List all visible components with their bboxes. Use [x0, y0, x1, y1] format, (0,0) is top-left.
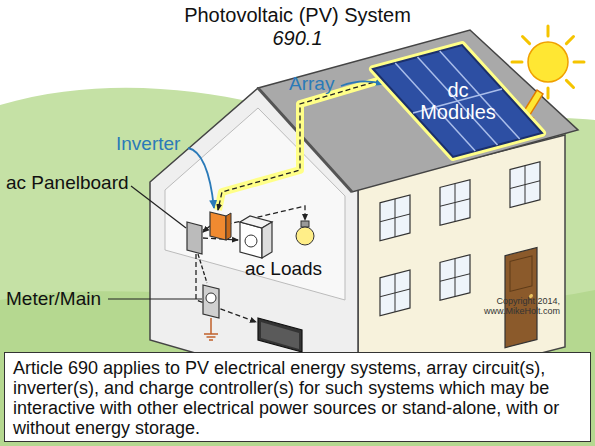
window-mullion	[440, 274, 470, 282]
sun-ray	[523, 37, 530, 44]
window	[510, 162, 540, 208]
sun-ray	[547, 26, 550, 36]
door-panel	[510, 256, 532, 292]
meter-main	[203, 285, 219, 318]
diagram-title: Photovoltaic (PV) System	[0, 4, 595, 26]
meter-leader	[108, 298, 202, 299]
pv-array: dc Modules	[373, 45, 542, 157]
callout-label: ac Panelboard	[6, 172, 146, 194]
ground-bar	[204, 333, 218, 335]
section-number: 690.1	[0, 27, 595, 50]
window-mullion	[380, 289, 410, 297]
tv-frame	[258, 318, 302, 352]
window-mullion	[440, 199, 470, 207]
callout-label: Array	[289, 73, 349, 95]
house	[150, 30, 578, 400]
light-bulb	[296, 221, 314, 245]
window	[440, 180, 470, 226]
callout-label: ac Loads	[245, 258, 340, 280]
inverter-side	[226, 213, 231, 240]
caption-text: Article 690 applies to PV electrical ene…	[13, 358, 582, 438]
washer	[240, 216, 272, 258]
bulb-base	[301, 221, 309, 227]
ac-panelboard	[187, 222, 202, 254]
copyright-note: Copyright 2014, www.MikeHolt.com	[478, 296, 560, 316]
caption-box: Article 690 applies to PV electrical ene…	[4, 352, 591, 442]
window	[380, 270, 410, 316]
wiring	[196, 80, 381, 322]
bulb-glass	[296, 227, 314, 245]
windows-and-door	[380, 162, 540, 380]
ground-bar	[207, 336, 216, 338]
callout-label: Inverter	[116, 133, 196, 155]
ground-symbol	[204, 318, 218, 340]
array-label: dc Modules	[413, 79, 503, 123]
window	[440, 255, 470, 301]
sun-ray	[574, 61, 584, 64]
tv-screen	[261, 322, 299, 349]
meter-dial	[206, 293, 216, 303]
array-leader	[341, 81, 384, 86]
inverter	[210, 212, 226, 240]
window-mullion	[380, 214, 410, 222]
television	[258, 318, 302, 352]
callout-label: Meter/Main	[6, 288, 116, 310]
panelboard-leader	[131, 186, 186, 228]
callout-leaders	[108, 81, 384, 299]
array-panel	[373, 45, 542, 157]
washer-door	[245, 235, 257, 247]
washer-side	[262, 222, 272, 258]
sun-ray	[547, 88, 550, 98]
ground-wire	[210, 318, 212, 334]
sun-ray	[512, 61, 522, 64]
ground-bar	[209, 339, 213, 341]
sun-ray	[566, 37, 573, 44]
sun-disc	[528, 42, 568, 82]
array-glow	[373, 45, 542, 157]
window-mullion	[510, 181, 540, 189]
dc-conduit-glow	[218, 80, 381, 210]
sun-ray	[566, 80, 573, 87]
dc-wire	[218, 80, 381, 210]
window	[380, 195, 410, 241]
service-wire	[198, 254, 207, 283]
inverter-leader	[188, 148, 214, 208]
